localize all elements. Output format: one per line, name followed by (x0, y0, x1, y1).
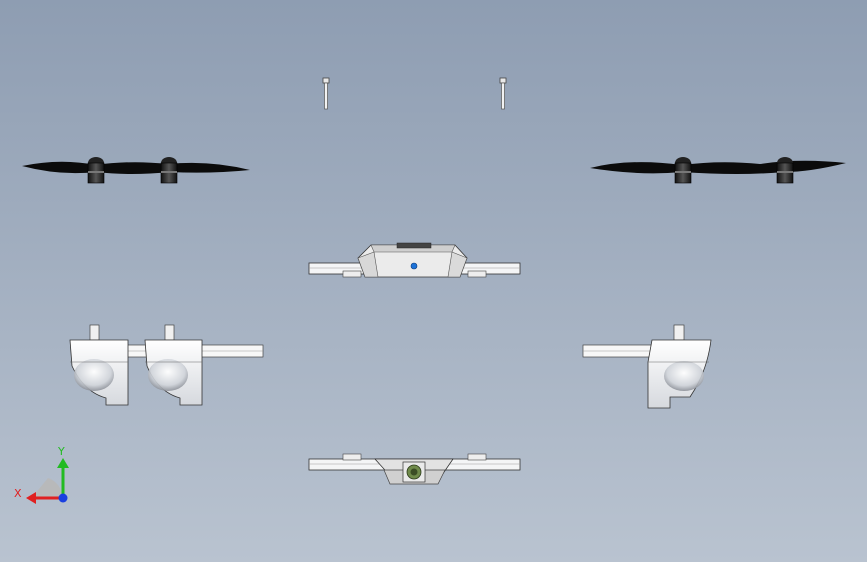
drone-body-bottom-view[interactable] (308, 453, 521, 485)
propeller-assembly-left[interactable] (22, 157, 250, 184)
motor-arm-right[interactable] (582, 324, 712, 409)
x-axis-label: X (14, 487, 22, 500)
x-axis-arrowhead (26, 492, 36, 504)
screw-right[interactable] (499, 77, 507, 110)
y-axis-arrowhead (57, 458, 69, 468)
drone-body-top-view[interactable] (308, 242, 521, 278)
led-indicator (410, 262, 418, 270)
propeller-assembly-right[interactable] (590, 157, 846, 184)
motor-hub-left-2 (160, 157, 178, 184)
z-axis-dot (58, 493, 68, 503)
camera-lens-icon (402, 461, 426, 483)
motor-arm-left[interactable] (69, 324, 264, 406)
motor-hub-right-1 (674, 157, 692, 184)
y-axis-label: Y (57, 445, 65, 458)
screw-left[interactable] (322, 77, 330, 110)
motor-hub-left-1 (87, 157, 105, 184)
orientation-triad: Y X (14, 445, 69, 504)
motor-hub-right-2 (776, 157, 794, 184)
